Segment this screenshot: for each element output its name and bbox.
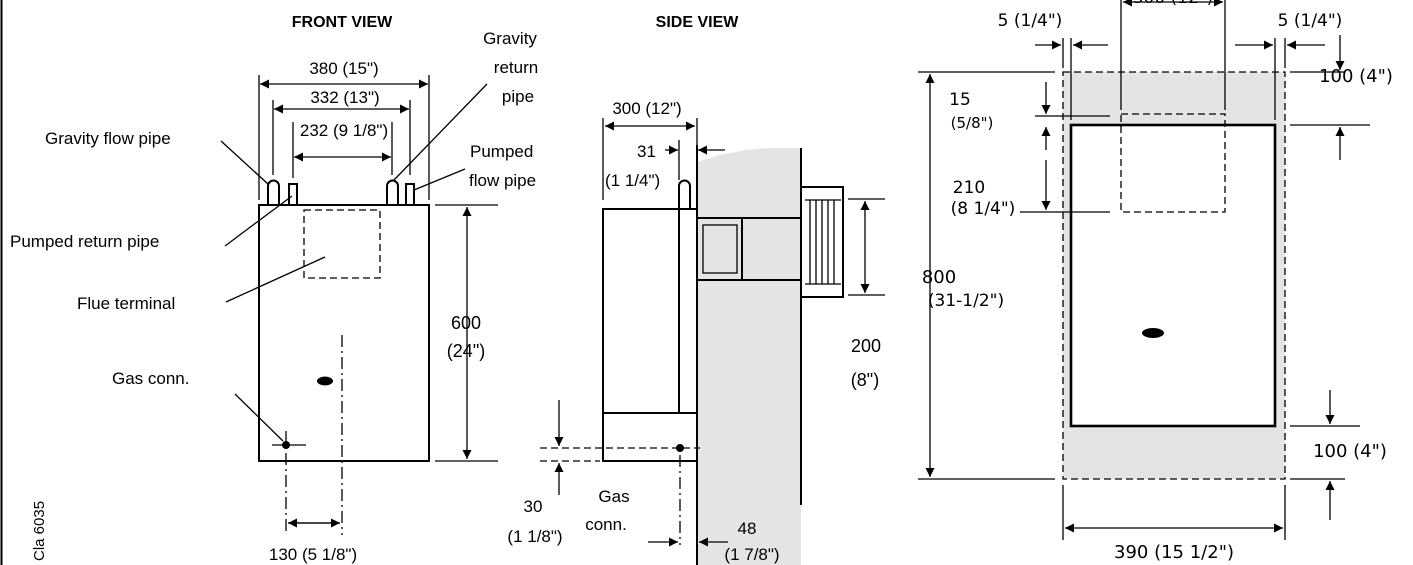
front-dim-height-mm: 600 (451, 313, 481, 333)
clearance-flue-outline (1120, 113, 1226, 213)
side-dim-terminal-mm: 200 (851, 336, 881, 356)
front-flue-terminal (303, 209, 381, 279)
side-flue-terminal (800, 186, 844, 298)
front-boiler-casing (258, 204, 430, 462)
clearance-dim-flue-mm: 210 (953, 178, 985, 198)
side-gas-label-2: conn. (585, 515, 627, 534)
label-flue-terminal: Flue terminal (77, 294, 175, 313)
side-dim-pipe-mm: 31 (637, 142, 656, 161)
clearance-dim-top-gap-in: (5/8") (951, 114, 994, 132)
label-pumped-return-pipe: Pumped return pipe (10, 232, 159, 251)
side-dim-depth: 300 (12") (612, 99, 681, 118)
front-view-title: FRONT VIEW (292, 14, 393, 31)
label-gravity-return-3: pipe (502, 87, 534, 106)
label-gas-conn: Gas conn. (112, 369, 190, 388)
clearance-indicator-oval (1142, 328, 1164, 338)
side-dim-terminal-in: (8") (851, 370, 879, 390)
figure-reference: Cla 6035 (31, 501, 48, 561)
label-gravity-return-2: return (494, 58, 538, 77)
front-dim-gas-offset: 130 (5 1/8") (269, 545, 357, 564)
clearance-dim-top-centre: 300 (12") (1133, 0, 1214, 8)
front-dim-return-centres: 232 (9 1/8") (300, 121, 388, 140)
side-dim-gas-height-in: (1 1/8") (507, 527, 562, 546)
side-dim-pipe-in: (1 1/4") (605, 171, 660, 190)
clearance-dim-flue-in: (8 1/4") (951, 199, 1016, 219)
clearance-boiler-outline (1069, 123, 1277, 428)
front-gas-connection-point (282, 441, 290, 449)
front-dim-height-in: (24") (447, 341, 485, 361)
side-gas-connection-point (676, 444, 684, 452)
label-gravity-return-1: Gravity (483, 29, 537, 48)
clearance-dim-bottom-clear: 100 (4") (1313, 441, 1387, 462)
clearance-dim-total-mm: 800 (922, 267, 956, 288)
clearance-dim-side-left: 5 (1/4") (998, 11, 1063, 31)
side-wall-section (697, 148, 801, 565)
clearance-dim-total-in: (31-1/2") (928, 291, 1004, 311)
front-indicator-oval (317, 376, 333, 386)
side-dim-gas-height-mm: 30 (524, 497, 543, 516)
side-view: SIDE VIEW 300 (12") (507, 14, 885, 565)
side-gas-label-1: Gas (598, 487, 629, 506)
label-pumped-flow-1: Pumped (470, 142, 533, 161)
side-dim-wall-mm: 48 (738, 519, 757, 538)
clearance-dim-overall-width: 390 (15 1/2") (1114, 542, 1234, 563)
label-pumped-flow-2: flow pipe (469, 171, 536, 190)
label-gravity-flow-pipe: Gravity flow pipe (45, 129, 171, 148)
side-dim-wall-in: (1 7/8") (724, 545, 779, 564)
front-dim-width: 380 (15") (309, 59, 378, 78)
clearance-dim-top-gap-mm: 15 (949, 90, 971, 110)
clearance-dim-top-clear: 100 (4") (1319, 66, 1393, 87)
clearance-view: 5 (1/4") 300 (12") 5 (1/4") 100 (4") 15 … (918, 0, 1393, 563)
side-view-title: SIDE VIEW (656, 14, 740, 31)
side-boiler-casing (602, 208, 698, 462)
front-dim-flow-centres: 332 (13") (310, 88, 379, 107)
clearance-dim-side-right: 5 (1/4") (1278, 11, 1343, 31)
front-view: FRONT VIEW 380 (15") 332 (13") 232 (9 1/… (10, 14, 538, 564)
front-pipe-stubs (267, 179, 415, 206)
